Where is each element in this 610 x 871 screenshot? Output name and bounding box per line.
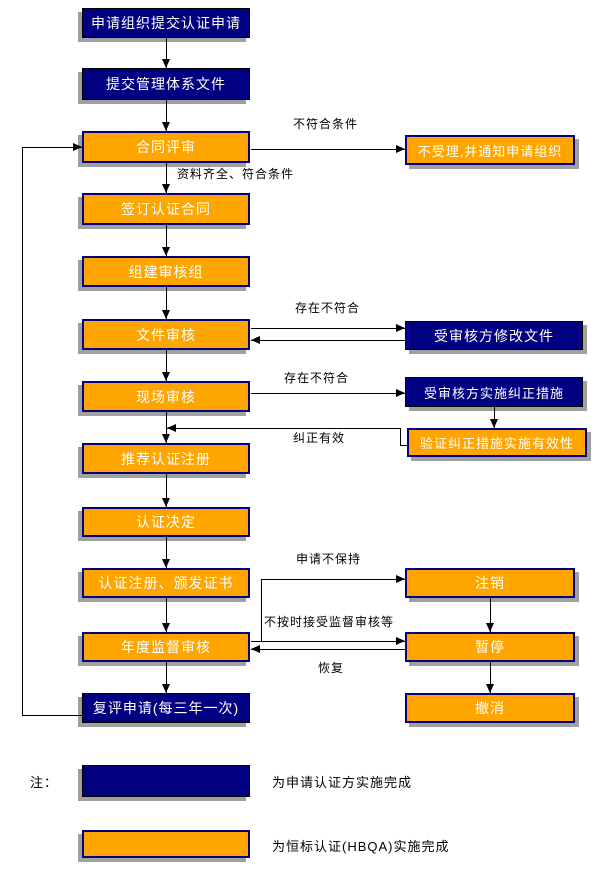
flow-node-annual-audit: 年度监督审核 (82, 632, 250, 662)
connector-annual-suspend (251, 641, 405, 642)
flow-node-decision: 认证决定 (82, 507, 250, 537)
arrowhead-down-icon (162, 559, 170, 568)
connector-verify-elbow (400, 428, 401, 446)
arrowhead-down-icon (162, 184, 170, 193)
connector-submit-contract (166, 100, 167, 131)
flow-node-doc-review: 文件审核 (82, 319, 250, 350)
arrowhead-right-icon (396, 324, 405, 332)
arrowhead-right-icon (396, 575, 405, 583)
flow-node-contract-review: 合同评审 (82, 131, 250, 163)
connector-modify-docreview (251, 340, 405, 341)
connector-loop-contract (22, 147, 82, 148)
flow-node-corrective-actions: 受审核方实施纠正措施 (405, 377, 583, 407)
flow-node-submit-docs: 提交管理体系文件 (82, 68, 250, 100)
arrowhead-right-icon (73, 143, 82, 151)
edge-label-resume: 恢复 (317, 661, 346, 675)
arrowhead-down-icon (162, 684, 170, 693)
connector-suspend-revoke (490, 662, 491, 693)
connector-verify-return (167, 428, 400, 429)
connector-branch-cancel (261, 579, 405, 580)
edge-label-qualified: 资料齐全、符合条件 (176, 167, 296, 181)
arrowhead-down-icon (162, 247, 170, 256)
legend-swatch-orange (82, 830, 250, 858)
arrowhead-down-icon (162, 122, 170, 131)
arrowhead-down-icon (490, 419, 498, 428)
flow-node-reassess: 复评申请(每三年一次) (82, 693, 250, 723)
arrowhead-right-icon (396, 145, 405, 153)
connector-docreview-siteaudit (166, 350, 167, 381)
connector-docreview-modify (251, 328, 405, 329)
arrowhead-down-icon (162, 498, 170, 507)
legend-text-navy: 为申请认证方实施完成 (272, 775, 413, 790)
arrowhead-left-icon (167, 424, 176, 432)
connector-branch-up (261, 579, 262, 641)
flow-node-verify-effectiveness: 验证纠正措施实施有效性 (407, 428, 587, 457)
flow-node-site-audit: 现场审核 (82, 381, 250, 412)
connector-reassess-loop (22, 715, 82, 716)
flow-node-cancel: 注销 (405, 568, 575, 598)
connector-team-docreview (166, 287, 167, 319)
flow-node-revoke: 撤消 (405, 693, 575, 723)
connector-suspend-annual (251, 649, 405, 650)
edge-label-correction-effective: 纠正有效 (292, 431, 347, 445)
arrowhead-down-icon (486, 684, 494, 693)
arrowhead-down-icon (162, 59, 170, 68)
legend-text-orange: 为恒标认证(HBQA)实施完成 (272, 839, 450, 854)
edge-label-not-qualified: 不符合条件 (292, 117, 360, 131)
connector-loop-up (22, 147, 23, 715)
connector-recommend-decision (166, 474, 167, 507)
edge-label-nonconformity-site: 存在不符合 (283, 371, 351, 385)
connector-cancel-suspend (490, 598, 491, 632)
arrowhead-down-icon (162, 623, 170, 632)
arrowhead-right-icon (396, 637, 405, 645)
arrowhead-down-icon (162, 434, 170, 443)
edge-label-no-audit: 不按时接受监督审核等 (263, 615, 396, 629)
connector-annual-reassess (166, 662, 167, 693)
arrowhead-right-icon (396, 389, 405, 397)
legend-note-label: 注： (30, 775, 59, 790)
connector-sign-team (166, 225, 167, 256)
connector-siteaudit-corrective (251, 393, 405, 394)
arrowhead-down-icon (162, 372, 170, 381)
flow-node-sign-contract: 签订认证合同 (82, 193, 250, 225)
connector-apply-submit (166, 37, 167, 68)
connector-contract-reject (251, 149, 405, 150)
connector-verify-elbow (400, 445, 407, 446)
edge-label-nonconformity-doc: 存在不符合 (294, 301, 362, 315)
legend-swatch-navy (82, 765, 250, 797)
arrowhead-left-icon (251, 645, 260, 653)
arrowhead-down-icon (486, 623, 494, 632)
connector-siteaudit-recommend (166, 412, 167, 443)
connector-contract-sign (166, 163, 167, 193)
flow-node-form-team: 组建审核组 (82, 256, 250, 287)
arrowhead-down-icon (162, 310, 170, 319)
connector-register-annual (166, 598, 167, 632)
edge-label-not-maintain: 申请不保持 (295, 552, 363, 566)
flow-node-register-issue: 认证注册、颁发证书 (82, 568, 250, 598)
flow-node-apply: 申请组织提交认证申请 (82, 8, 250, 38)
connector-corrective-verify (494, 407, 495, 428)
connector-decision-register (166, 537, 167, 568)
flow-node-reject: 不受理,并通知申请组织 (405, 135, 575, 165)
arrowhead-left-icon (251, 336, 260, 344)
flow-node-recommend: 推荐认证注册 (82, 443, 250, 474)
flow-node-modify-docs: 受审核方修改文件 (405, 321, 583, 350)
flow-node-suspend: 暂停 (405, 632, 575, 662)
